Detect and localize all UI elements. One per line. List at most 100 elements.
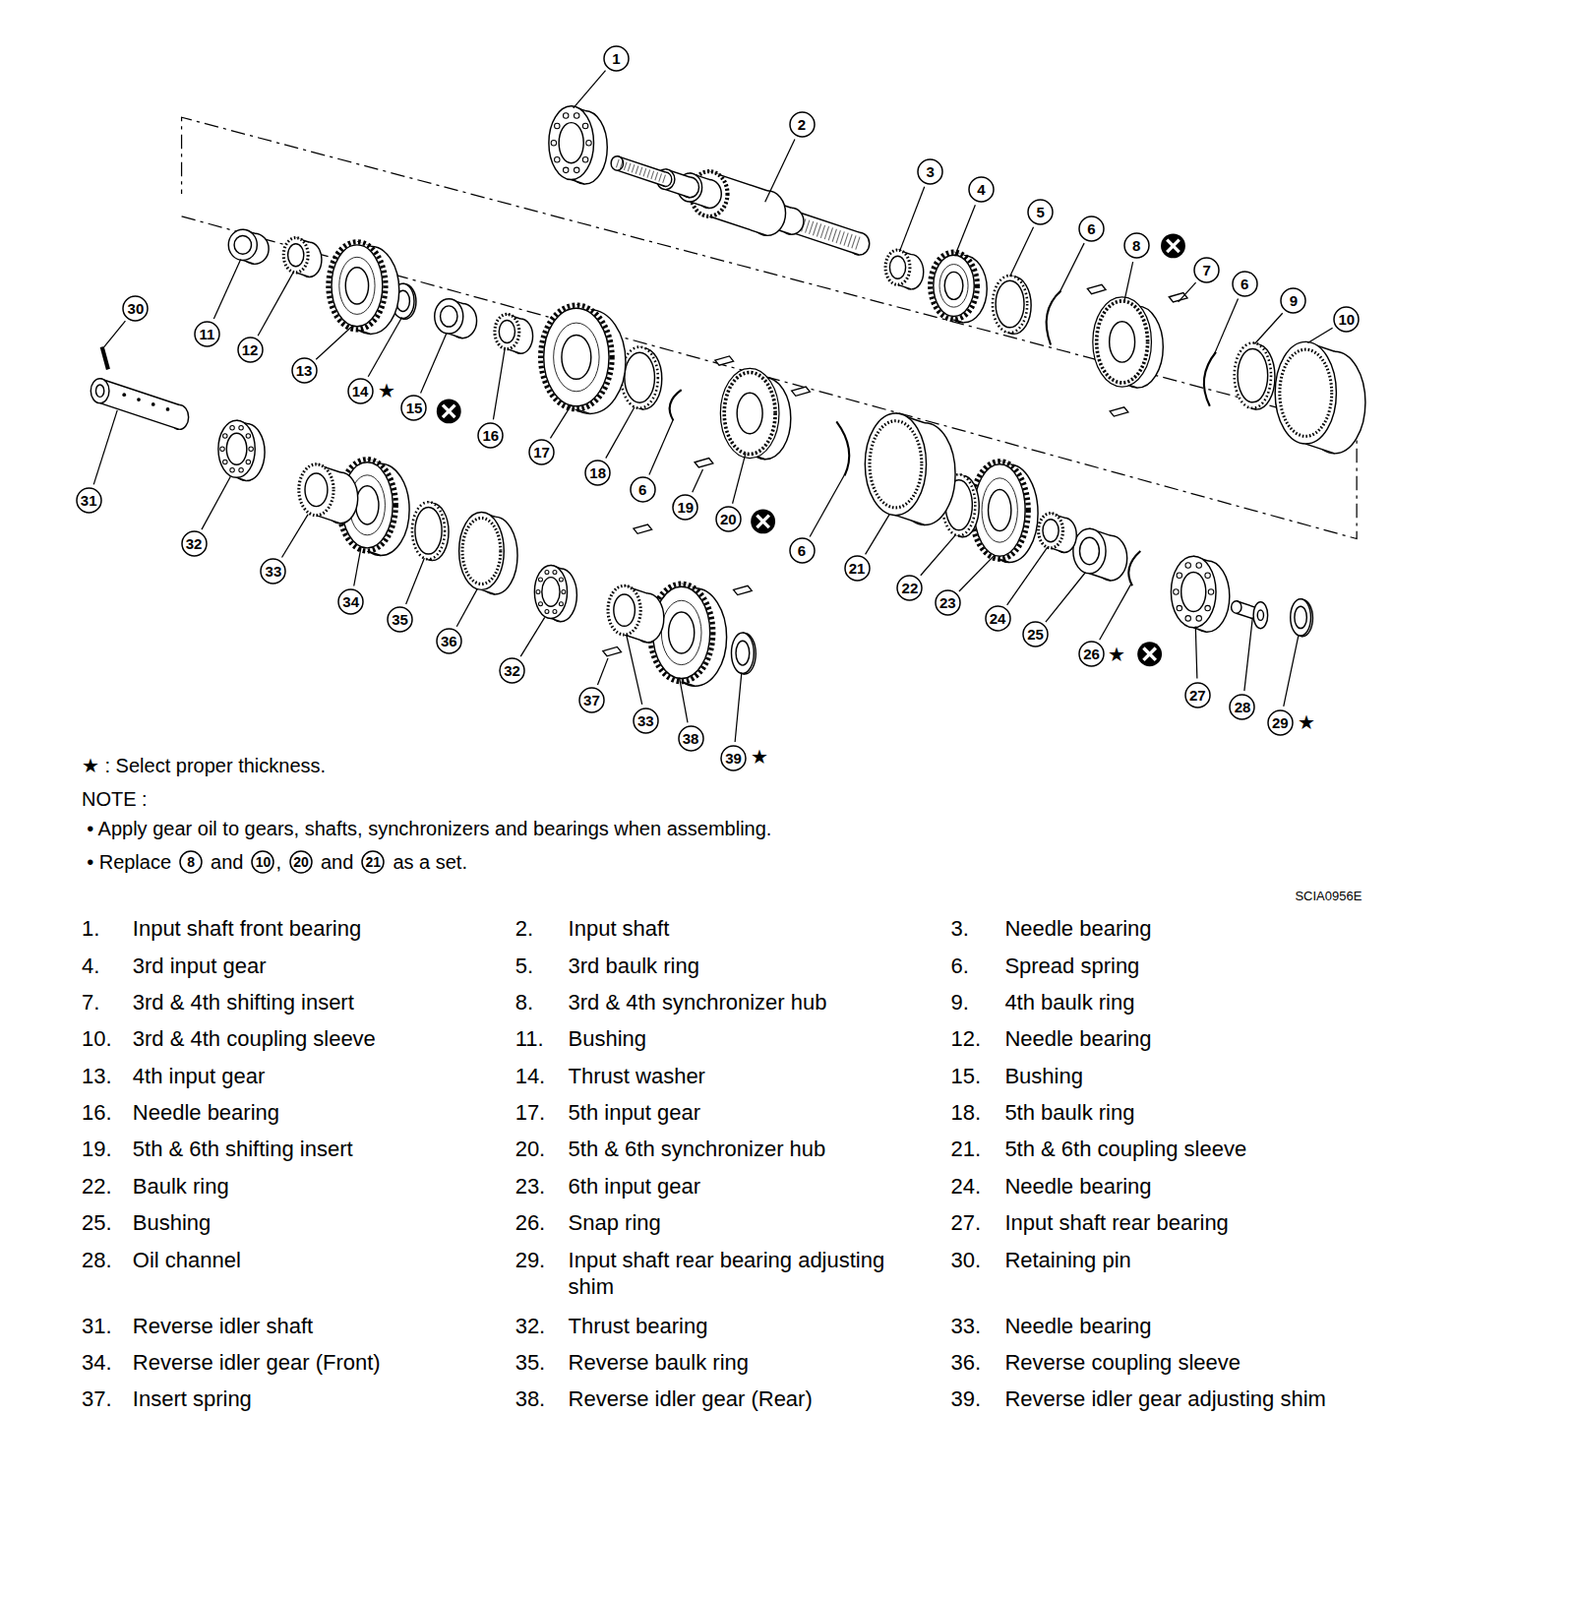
thickness-mark: ★ — [1297, 710, 1316, 734]
part-name: 4th input gear — [132, 1063, 266, 1090]
part-number: 27. — [950, 1210, 981, 1236]
leader-line — [367, 317, 402, 377]
leader-line — [1058, 242, 1085, 295]
replace-symbol — [1160, 233, 1186, 258]
bearing-ball — [538, 602, 543, 606]
insert-shape — [694, 458, 714, 468]
part-outline — [933, 254, 974, 316]
replace-symbol — [1137, 641, 1162, 666]
callout-text: 18 — [589, 465, 606, 481]
part-number: 21. — [950, 1136, 981, 1162]
part-outline — [864, 413, 926, 516]
bearing-ball — [1208, 589, 1213, 595]
bearing-ball — [552, 569, 557, 574]
part-number: 30. — [950, 1247, 981, 1273]
part-outline — [736, 392, 763, 433]
gear-part — [970, 461, 1038, 563]
ring-part — [1234, 342, 1275, 410]
part-outline — [973, 464, 1026, 556]
bearing-ball — [245, 459, 250, 464]
needle-part — [494, 313, 534, 354]
part-outline — [498, 320, 515, 344]
leader-line — [421, 332, 448, 394]
leader-line — [354, 546, 362, 587]
leader-line — [1244, 616, 1253, 691]
part-name: 4th baulk ring — [1004, 989, 1135, 1016]
part-outline — [90, 378, 110, 404]
callout-number: 8 — [1123, 232, 1151, 259]
callout-ring — [292, 358, 317, 383]
part-name: 5th & 6th shifting insert — [132, 1136, 354, 1162]
part-number: 26. — [515, 1210, 546, 1236]
callout-number: 6 — [1231, 270, 1259, 298]
callout-text: 6 — [797, 543, 806, 558]
callout-ring — [1280, 288, 1306, 313]
callout-number: 32 — [498, 657, 526, 684]
part-edge — [100, 378, 181, 430]
gear-part — [328, 242, 400, 335]
part-number: 12. — [950, 1026, 981, 1052]
callout-number: 10 — [250, 849, 275, 874]
bearing-ball — [552, 608, 557, 613]
callout-text: 16 — [482, 427, 499, 443]
part-outline — [988, 488, 1012, 531]
part-outline — [885, 249, 910, 285]
leader-line — [406, 557, 425, 605]
bearing-ball — [230, 468, 235, 473]
bearing-ball — [248, 446, 253, 451]
callout-number: 6 — [788, 537, 816, 564]
insert-shape — [633, 524, 653, 534]
spring-part — [1128, 550, 1141, 586]
callout-ring — [604, 46, 629, 71]
part-outline — [620, 347, 658, 409]
callout-number: 19 — [671, 493, 699, 521]
bearing-ball — [223, 459, 228, 464]
part-number: 1. — [81, 915, 100, 942]
bearing-ball — [582, 122, 588, 128]
leader-line — [104, 320, 126, 348]
callout-number: 29 — [1267, 709, 1294, 736]
callout-ring — [1028, 199, 1053, 225]
leader-line — [520, 616, 545, 657]
part-number: 28. — [81, 1247, 113, 1273]
spring-part — [1204, 352, 1216, 407]
part-number: 36. — [950, 1349, 981, 1376]
insert-shape — [1087, 284, 1106, 294]
part-outline — [930, 251, 978, 319]
callout-number: 33 — [632, 707, 660, 734]
insert-part — [1087, 284, 1106, 294]
part-outline — [995, 280, 1025, 328]
part-outline — [541, 304, 613, 410]
spring-shape — [1046, 291, 1062, 346]
part-outline — [1181, 571, 1207, 611]
leader-line — [492, 348, 505, 421]
callout-text: 21 — [365, 854, 382, 869]
callout-ring — [260, 558, 286, 584]
leader-line — [1045, 572, 1086, 622]
part-outline — [534, 564, 567, 618]
callout-text: 32 — [503, 663, 521, 678]
part-number: 24. — [950, 1173, 981, 1200]
ring-part — [992, 275, 1031, 334]
leader-line — [1099, 583, 1132, 640]
part-number: 18. — [950, 1099, 981, 1126]
callout-text: 15 — [406, 400, 424, 416]
part-outline — [494, 313, 520, 349]
shaft31-part — [90, 378, 188, 430]
spring-shape — [1128, 550, 1141, 586]
callout-text: 33 — [265, 563, 283, 579]
part-outline — [304, 473, 328, 507]
leader-line — [692, 469, 704, 492]
callout-ring — [1079, 641, 1104, 666]
part-outline — [1231, 601, 1242, 613]
part-name: 5th & 6th coupling sleeve — [1004, 1136, 1247, 1162]
callout-text: 1 — [611, 51, 620, 66]
callout-text: 13 — [296, 363, 313, 378]
callout-ring — [1079, 216, 1104, 242]
callout-ring — [1268, 710, 1293, 735]
shaft-hole — [166, 407, 171, 412]
pin-shape — [102, 347, 109, 370]
part-outline — [661, 600, 702, 665]
part-name: Oil channel — [132, 1247, 242, 1273]
part-outline — [561, 335, 592, 380]
